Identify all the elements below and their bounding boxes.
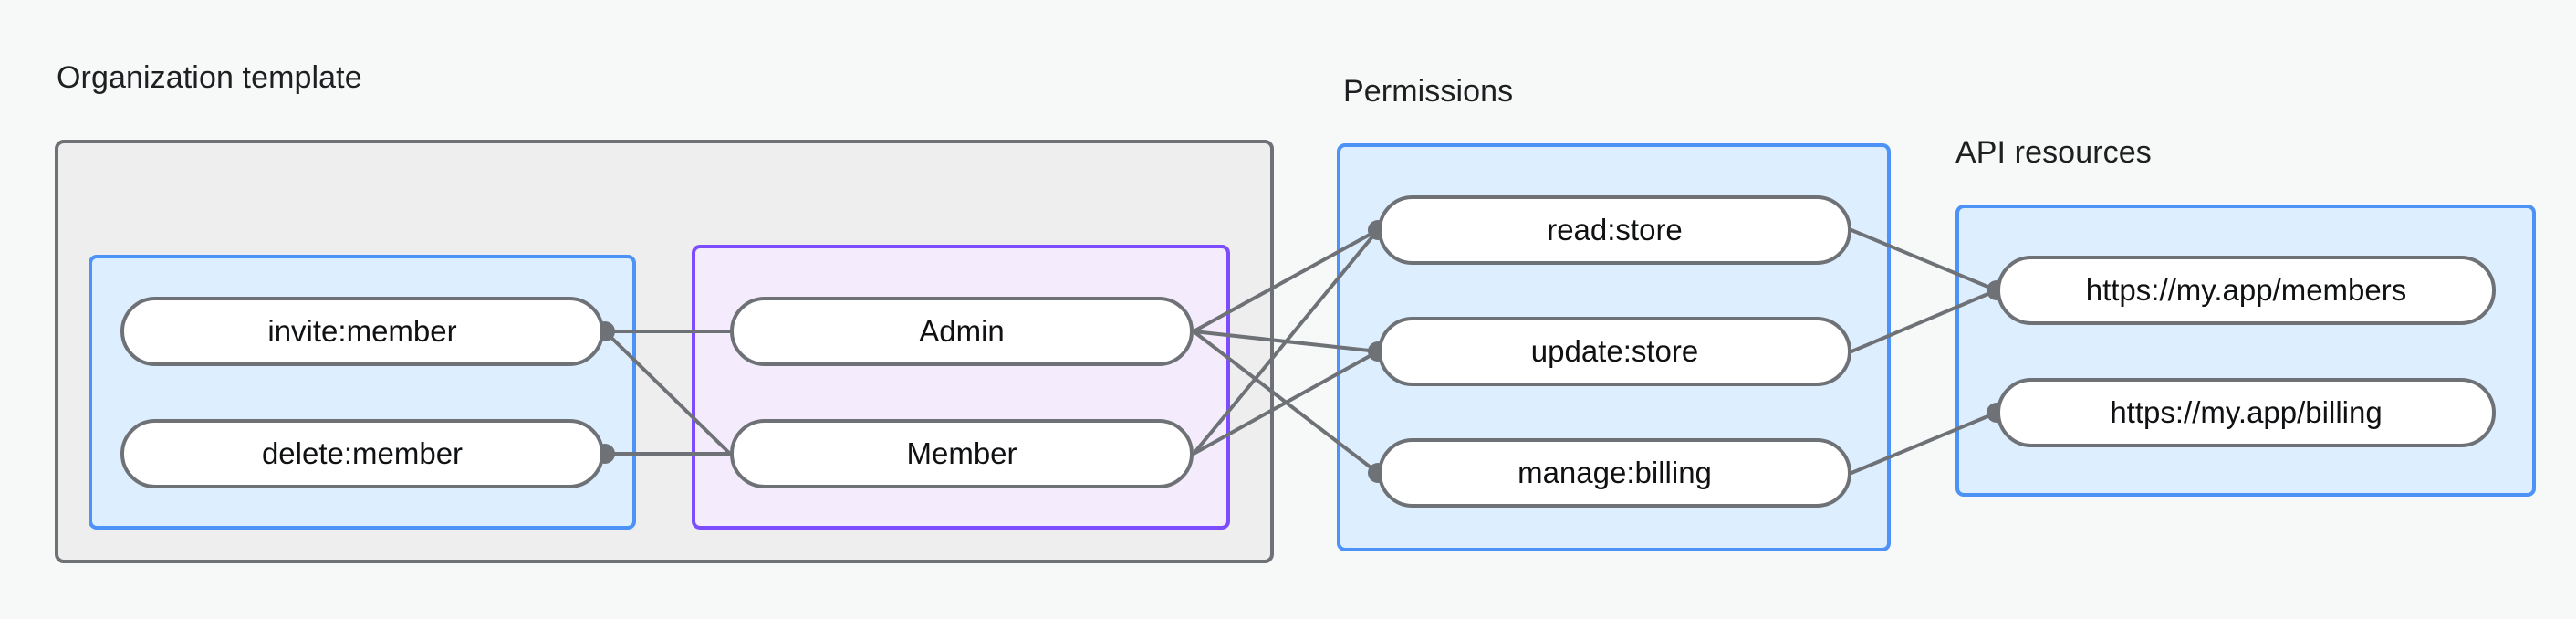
node-manage-billing[interactable]: manage:billing (1378, 438, 1851, 508)
node-members-url[interactable]: https://my.app/members (1997, 256, 2496, 325)
node-manage-billing-label: manage:billing (1517, 456, 1712, 489)
node-update-store-label: update:store (1530, 334, 1699, 368)
node-members-url-label: https://my.app/members (2085, 273, 2407, 307)
node-read-store[interactable]: read:store (1378, 195, 1851, 265)
node-billing-url[interactable]: https://my.app/billing (1997, 378, 2496, 447)
node-billing-url-label: https://my.app/billing (2110, 395, 2383, 429)
node-member-label: Member (906, 436, 1017, 470)
organization-template-label: Organization template (57, 60, 362, 95)
node-delete-member-label: delete:member (261, 436, 464, 470)
node-update-store[interactable]: update:store (1378, 317, 1851, 386)
node-delete-member[interactable]: delete:member (120, 419, 604, 488)
node-invite-member-label: invite:member (267, 314, 457, 348)
node-invite-member[interactable]: invite:member (120, 297, 604, 366)
api-resources-label: API resources (1955, 135, 2152, 170)
node-read-store-label: read:store (1547, 213, 1683, 247)
api-resources-container (1955, 205, 2536, 497)
permissions-label: Permissions (1343, 74, 1514, 109)
node-admin-label: Admin (919, 314, 1005, 348)
node-member[interactable]: Member (730, 419, 1194, 488)
node-admin[interactable]: Admin (730, 297, 1194, 366)
